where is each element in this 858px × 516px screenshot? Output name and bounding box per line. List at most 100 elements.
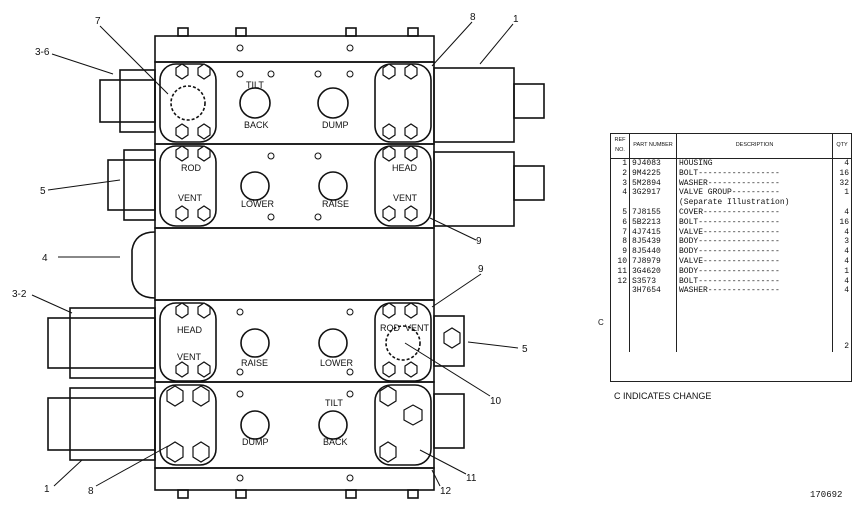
cell-part: 4J7415 xyxy=(629,227,677,238)
label-rod-left: ROD xyxy=(181,163,202,173)
label-rod-vent-right: ROD VENT xyxy=(380,323,430,333)
label-dump-bottom: DUMP xyxy=(242,437,269,447)
callout-5-right: 5 xyxy=(522,344,528,355)
cell-part: 7J8155 xyxy=(629,207,677,218)
change-marker: C xyxy=(598,318,604,327)
label-dump-top: DUMP xyxy=(322,120,349,130)
cell-ref: 7 xyxy=(611,227,630,238)
callout-4: 4 xyxy=(42,253,48,264)
callout-3-6: 3-6 xyxy=(35,47,50,58)
cell-desc: WASHER--------------- xyxy=(676,178,833,189)
label-tilt-top: TILT xyxy=(246,80,264,90)
callout-11: 11 xyxy=(466,473,477,484)
cell-part: 3G4620 xyxy=(629,266,677,277)
cell-part: 8J5440 xyxy=(629,247,677,257)
cell-part xyxy=(629,198,677,208)
cell-desc: BOLT----------------- xyxy=(676,217,833,228)
cell-qty: 4 xyxy=(844,159,849,168)
callout-1-top: 1 xyxy=(513,14,519,25)
label-head-left: HEAD xyxy=(177,325,203,335)
callout-9-lower: 9 xyxy=(478,264,484,275)
label-vent-left-2: VENT xyxy=(177,352,202,362)
callout-8-bottom: 8 xyxy=(88,486,94,497)
cell-part: 3G2917 xyxy=(629,188,677,199)
cell-qty: 4 xyxy=(844,207,849,217)
label-lower-top: LOWER xyxy=(241,199,275,209)
cell-desc: BODY----------------- xyxy=(676,247,833,257)
cell-desc: BOLT----------------- xyxy=(676,276,833,287)
cell-ref: 1 xyxy=(611,158,630,169)
cell-desc: BOLT----------------- xyxy=(676,168,833,179)
header-qty: QTY xyxy=(832,134,851,159)
cell-ref: 9 xyxy=(611,247,630,257)
cell-part: 5M2894 xyxy=(629,178,677,189)
header-part-number: PART NUMBER xyxy=(629,134,677,159)
table-row: (Separate Illustration) xyxy=(611,198,851,208)
cell-ref: 10 xyxy=(611,256,630,267)
cell-ref xyxy=(611,286,630,297)
label-back-bottom: BACK xyxy=(323,437,348,447)
cell-ref: 5 xyxy=(611,207,630,218)
label-vent-right: VENT xyxy=(393,193,418,203)
header-ref-no: REF NO. xyxy=(611,134,630,159)
label-raise-bottom: RAISE xyxy=(241,358,268,368)
cell-desc: (Separate Illustration) xyxy=(676,198,833,208)
label-tilt-bottom: TILT xyxy=(325,398,343,408)
cell-qty: 16 xyxy=(839,217,849,227)
label-raise-top: RAISE xyxy=(322,199,349,209)
cell-ref: 2 xyxy=(611,168,630,179)
cell-desc: COVER---------------- xyxy=(676,207,833,218)
cell-ref: 6 xyxy=(611,217,630,228)
table-row-filler: 2 xyxy=(611,296,851,353)
cell-ref: 11 xyxy=(611,266,630,277)
cell-desc: WASHER--------------- xyxy=(676,286,833,297)
cell-desc: VALVE GROUP---------- xyxy=(676,188,833,199)
cell-desc: HOUSING xyxy=(676,158,833,169)
callout-7: 7 xyxy=(95,16,101,27)
cell-qty: 2 xyxy=(844,342,849,352)
cell-qty: 4 xyxy=(844,276,849,286)
callout-9-upper: 9 xyxy=(476,236,482,247)
label-lower-bottom: LOWER xyxy=(320,358,354,368)
cell-part: 7J8979 xyxy=(629,256,677,267)
cell-qty: 1 xyxy=(844,266,849,276)
cell-part: 3H7654 xyxy=(629,286,677,297)
cell-qty: 4 xyxy=(844,227,849,237)
cell-qty: 4 xyxy=(844,256,849,266)
cell-qty: 1 xyxy=(844,188,849,198)
cell-ref: 8 xyxy=(611,237,630,248)
header-description: DESCRIPTION xyxy=(676,134,833,159)
valve-assembly-diagram: TILT BACK DUMP ROD VENT HEAD VENT LOWER … xyxy=(12,12,545,499)
figure-number: 170692 xyxy=(810,490,843,500)
callout-12: 12 xyxy=(440,486,452,497)
cell-qty: 32 xyxy=(839,178,849,188)
cell-qty: 4 xyxy=(844,286,849,296)
cell-qty xyxy=(833,198,852,208)
label-vent-left: VENT xyxy=(178,193,203,203)
label-back-top: BACK xyxy=(244,120,269,130)
cell-desc: VALVE---------------- xyxy=(676,227,833,238)
cell-desc: BODY----------------- xyxy=(676,237,833,248)
change-note: C INDICATES CHANGE xyxy=(614,391,712,401)
cell-ref: 3 xyxy=(611,178,630,189)
callout-3-2: 3-2 xyxy=(12,289,27,300)
label-head-right: HEAD xyxy=(392,163,418,173)
cell-qty: 4 xyxy=(844,247,849,257)
callout-10: 10 xyxy=(490,396,502,407)
callout-5-left: 5 xyxy=(40,186,46,197)
cell-desc: VALVE---------------- xyxy=(676,256,833,267)
cell-desc: BODY----------------- xyxy=(676,266,833,277)
cell-part: S3573 xyxy=(629,276,677,287)
